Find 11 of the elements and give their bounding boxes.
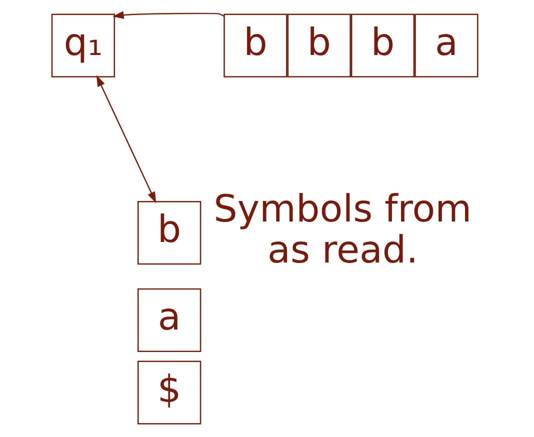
node-box: b (287, 14, 351, 78)
label: Symbols from as read. (214, 186, 472, 272)
node-box: b (350, 14, 415, 78)
node-box: $ (138, 360, 202, 424)
arrow (112, 11, 225, 19)
node-box: b (138, 200, 202, 265)
node-box: a (414, 14, 478, 78)
node-box: a (138, 288, 202, 352)
node-box: q₁ (51, 14, 116, 78)
arrow (96, 75, 156, 204)
node-box: b (224, 14, 288, 78)
